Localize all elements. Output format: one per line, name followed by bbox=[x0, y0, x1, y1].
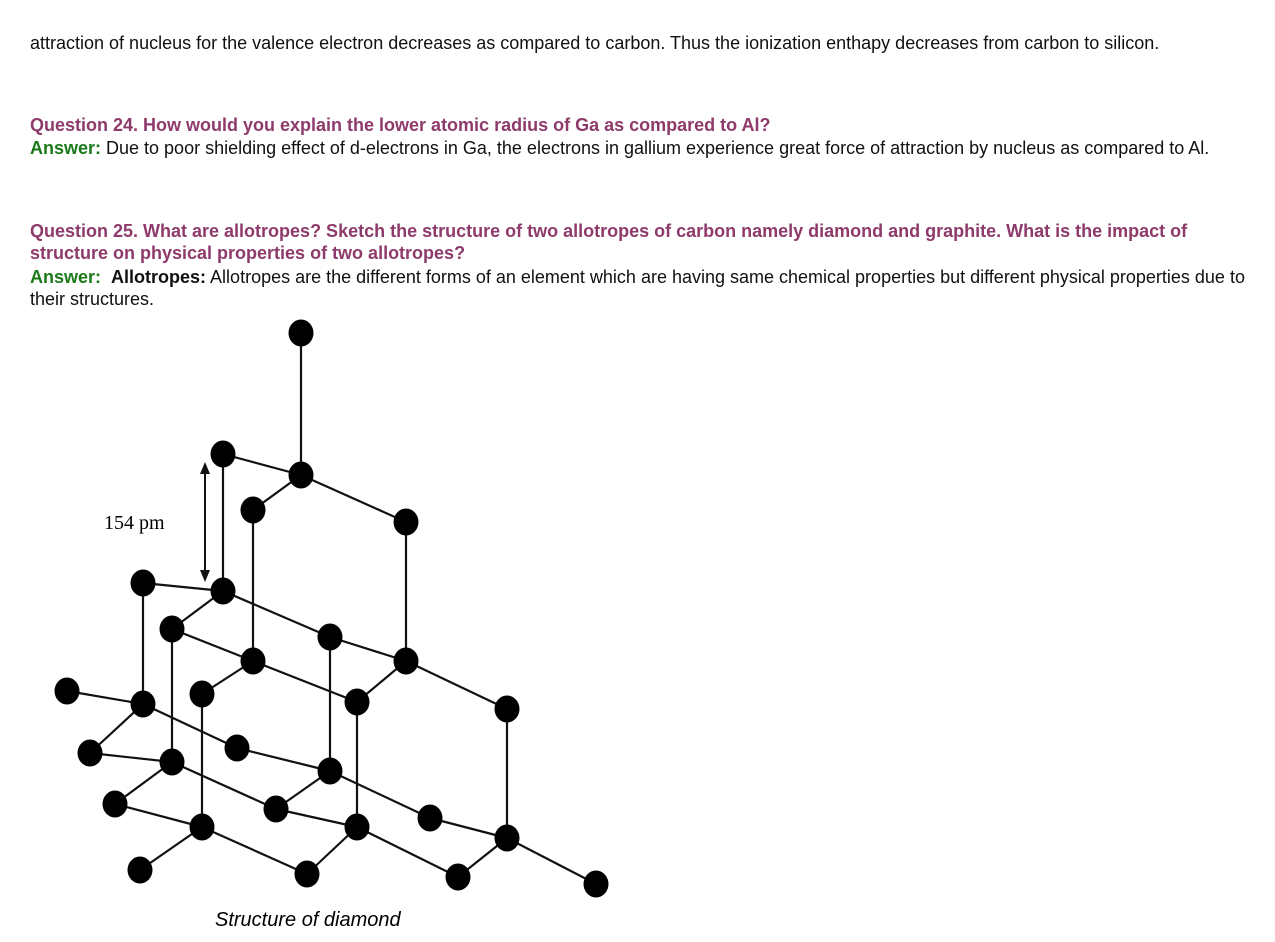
answer-label: Answer: bbox=[30, 138, 102, 158]
answer-label: Answer: bbox=[30, 267, 102, 287]
carbon-atom bbox=[130, 690, 156, 718]
carbon-atom bbox=[393, 647, 419, 675]
carbon-atom bbox=[102, 790, 128, 818]
answer-text: Due to poor shielding effect of d-electr… bbox=[101, 138, 1210, 158]
answer-25: Answer: Allotropes: Allotropes are the d… bbox=[30, 266, 1270, 310]
carbon-atom bbox=[127, 856, 153, 884]
bond-line bbox=[66, 689, 144, 706]
answer-text: Allotropes are the different forms of an… bbox=[30, 267, 1245, 309]
bond-line bbox=[114, 802, 203, 829]
carbon-atom bbox=[417, 804, 443, 832]
carbon-atom bbox=[317, 623, 343, 651]
carbon-atom bbox=[263, 795, 289, 823]
bond-line bbox=[142, 703, 238, 749]
bond-line bbox=[329, 635, 407, 663]
carbon-atom bbox=[294, 860, 320, 888]
carbon-atom bbox=[393, 508, 419, 536]
carbon-atom bbox=[210, 577, 236, 605]
carbon-atom bbox=[54, 677, 80, 705]
bond-line bbox=[171, 760, 277, 811]
bond-line bbox=[329, 770, 431, 819]
bond-line bbox=[201, 825, 308, 876]
carbon-atom bbox=[445, 863, 471, 891]
bond-line bbox=[429, 816, 508, 840]
bond-line bbox=[275, 807, 358, 829]
answer-24: Answer: Due to poor shielding effect of … bbox=[30, 137, 1270, 159]
carbon-atom bbox=[344, 813, 370, 841]
bond-line bbox=[222, 452, 302, 477]
bond-line bbox=[405, 660, 508, 710]
carbon-atom bbox=[189, 813, 215, 841]
intro-text: attraction of nucleus for the valence el… bbox=[30, 33, 1160, 53]
carbon-atom bbox=[189, 680, 215, 708]
bond-line bbox=[506, 837, 597, 885]
bond-line bbox=[300, 473, 407, 524]
bond-length-arrow bbox=[200, 462, 210, 582]
bond-line bbox=[142, 581, 224, 593]
bond-line bbox=[89, 751, 173, 764]
question-24: Question 24. How would you explain the l… bbox=[30, 115, 771, 135]
allotropes-term: Allotropes: bbox=[111, 267, 207, 287]
carbon-atom bbox=[159, 748, 185, 776]
atoms bbox=[54, 319, 609, 898]
bond-line bbox=[252, 659, 358, 704]
carbon-atom bbox=[288, 319, 314, 347]
question-25: Question 25. What are allotropes? Sketch… bbox=[30, 221, 1188, 263]
carbon-atom bbox=[240, 647, 266, 675]
bond-length-label: 154 pm bbox=[104, 512, 165, 534]
carbon-atom bbox=[317, 757, 343, 785]
carbon-atom bbox=[288, 461, 314, 489]
carbon-atom bbox=[130, 569, 156, 597]
bond-line bbox=[171, 627, 254, 663]
carbon-atom bbox=[583, 870, 609, 898]
carbon-atom bbox=[159, 615, 185, 643]
bond-line bbox=[356, 826, 459, 878]
carbon-atom bbox=[240, 496, 266, 524]
carbon-atom bbox=[494, 824, 520, 852]
carbon-atom bbox=[210, 440, 236, 468]
carbon-atom bbox=[344, 688, 370, 716]
bond-line bbox=[222, 589, 331, 639]
bond-line bbox=[236, 746, 331, 773]
bonds bbox=[66, 333, 597, 885]
carbon-atom bbox=[494, 695, 520, 723]
figure-caption: Structure of diamond bbox=[215, 909, 402, 931]
carbon-atom bbox=[224, 734, 250, 762]
intro-paragraph: attraction of nucleus for the valence el… bbox=[30, 32, 1270, 54]
carbon-atom bbox=[77, 739, 103, 767]
